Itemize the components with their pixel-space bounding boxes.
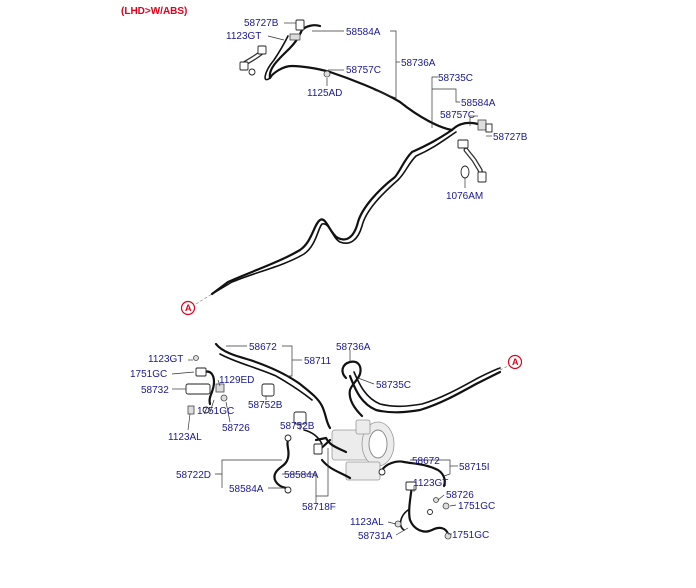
label-1751GC-right-2: 1751GC [452, 530, 489, 541]
label-1751GC-left: 1751GC [130, 369, 167, 380]
label-58757C-top: 58757C [346, 65, 381, 76]
label-58732: 58732 [141, 385, 169, 396]
label-1123GT-top: 1123GT [226, 31, 261, 42]
label-1076AM: 1076AM [446, 191, 483, 202]
label-58736A-bottom: 58736A [336, 342, 371, 353]
marker-a-upper: A [180, 293, 213, 316]
label-1123AL-right: 1123AL [350, 517, 384, 528]
label-58722D: 58722D [176, 470, 211, 481]
lower-brake-assembly [185, 342, 502, 540]
label-1751GC-mid: 1751GC [197, 406, 234, 417]
label-58757C-right: 58757C [440, 110, 475, 121]
label-58752B-b: 58752B [280, 421, 315, 432]
label-58727B-top: 58727B [244, 18, 279, 29]
label-58731A: 58731A [358, 531, 393, 542]
label-58735C-top: 58735C [438, 73, 473, 84]
label-58727B-right: 58727B [493, 132, 528, 143]
label-1123AL-left: 1123AL [168, 432, 202, 443]
upper-brake-tube [210, 19, 493, 296]
label-58672-a: 58672 [249, 342, 277, 353]
label-58715I: 58715I [459, 462, 490, 473]
label-58736A-top: 58736A [401, 58, 436, 69]
label-1123GT-left: 1123GT [148, 354, 183, 365]
label-58584A-right: 58584A [461, 98, 496, 109]
label-58726-left: 58726 [222, 423, 250, 434]
marker-a-upper-letter: A [185, 303, 192, 313]
label-1125AD: 1125AD [307, 88, 342, 99]
label-58672-b: 58672 [412, 456, 440, 467]
label-58735C-bottom: 58735C [376, 380, 411, 391]
variant-header: (LHD>W/ABS) [121, 6, 187, 17]
label-58584A-top: 58584A [346, 27, 381, 38]
label-58718F: 58718F [302, 502, 336, 513]
hydraulic-unit [331, 419, 395, 481]
marker-a-lower: A [499, 354, 523, 371]
marker-a-lower-letter: A [512, 357, 519, 367]
label-58584A-mid: 58584A [284, 470, 319, 481]
label-1751GC-right-1: 1751GC [458, 501, 495, 512]
label-58752B-a: 58752B [248, 400, 283, 411]
lower-leaders [171, 345, 458, 536]
label-58711: 58711 [304, 356, 332, 367]
label-1129ED: 1129ED [219, 375, 254, 386]
label-58726-right: 58726 [446, 490, 474, 501]
label-1123GT-right: 1123GT [413, 478, 448, 489]
upper-leaders [267, 22, 492, 188]
label-58584A-bottom: 58584A [229, 484, 264, 495]
